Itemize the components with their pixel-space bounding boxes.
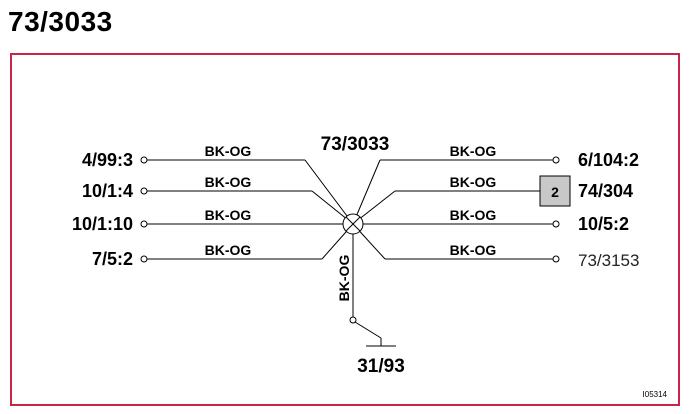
wire-color-label: BK-OG — [205, 174, 252, 190]
connector-label: 10/1:10 — [72, 214, 133, 234]
wire-color-label: BK-OG — [336, 255, 352, 302]
wire-color-label: BK-OG — [205, 143, 252, 159]
terminal-icon — [140, 220, 148, 228]
left-connector-4: 7/5:2 BK-OG — [92, 223, 354, 269]
terminal-icon — [349, 316, 357, 324]
diagram-frame — [10, 53, 680, 406]
wire-color-label: BK-OG — [205, 207, 252, 223]
splice-icon — [342, 213, 364, 235]
right-connector-4: BK-OG 73/3153 — [352, 223, 639, 270]
connector-label: 4/99:3 — [82, 150, 133, 170]
ground-label: 31/93 — [357, 356, 405, 377]
wire-color-label: BK-OG — [450, 174, 497, 190]
connector-label: 73/3153 — [578, 251, 639, 270]
left-connector-2: 10/1:4 BK-OG — [82, 174, 354, 225]
terminal-icon — [140, 187, 148, 195]
image-code: I05314 — [643, 390, 668, 399]
terminal-icon — [140, 156, 148, 164]
left-connector-3: 10/1:10 BK-OG — [72, 207, 343, 234]
wire-color-label: BK-OG — [450, 242, 497, 258]
page-title: 73/3033 — [8, 6, 113, 37]
connector-box — [539, 175, 571, 207]
wire-color-label: BK-OG — [450, 143, 497, 159]
ground-wire: BK-OG — [336, 234, 396, 347]
terminal-icon — [140, 255, 148, 263]
right-connector-1: BK-OG 6/104:2 — [352, 143, 639, 225]
right-connector-3: BK-OG 10/5:2 — [363, 207, 629, 234]
wire-color-label: BK-OG — [205, 242, 252, 258]
connector-label: 6/104:2 — [578, 150, 639, 170]
terminal-icon — [552, 156, 560, 164]
connector-label: 10/5:2 — [578, 214, 629, 234]
connector-label: 74/304 — [578, 181, 633, 201]
connector-label: 7/5:2 — [92, 249, 133, 269]
connector-box-number: 2 — [551, 184, 559, 200]
connector-label: 10/1:4 — [82, 181, 133, 201]
splice-label: 73/3033 — [321, 134, 390, 155]
terminal-icon — [552, 255, 560, 263]
terminal-icon — [552, 220, 560, 228]
wire-color-label: BK-OG — [450, 207, 497, 223]
left-connector-1: 4/99:3 BK-OG — [82, 143, 354, 225]
